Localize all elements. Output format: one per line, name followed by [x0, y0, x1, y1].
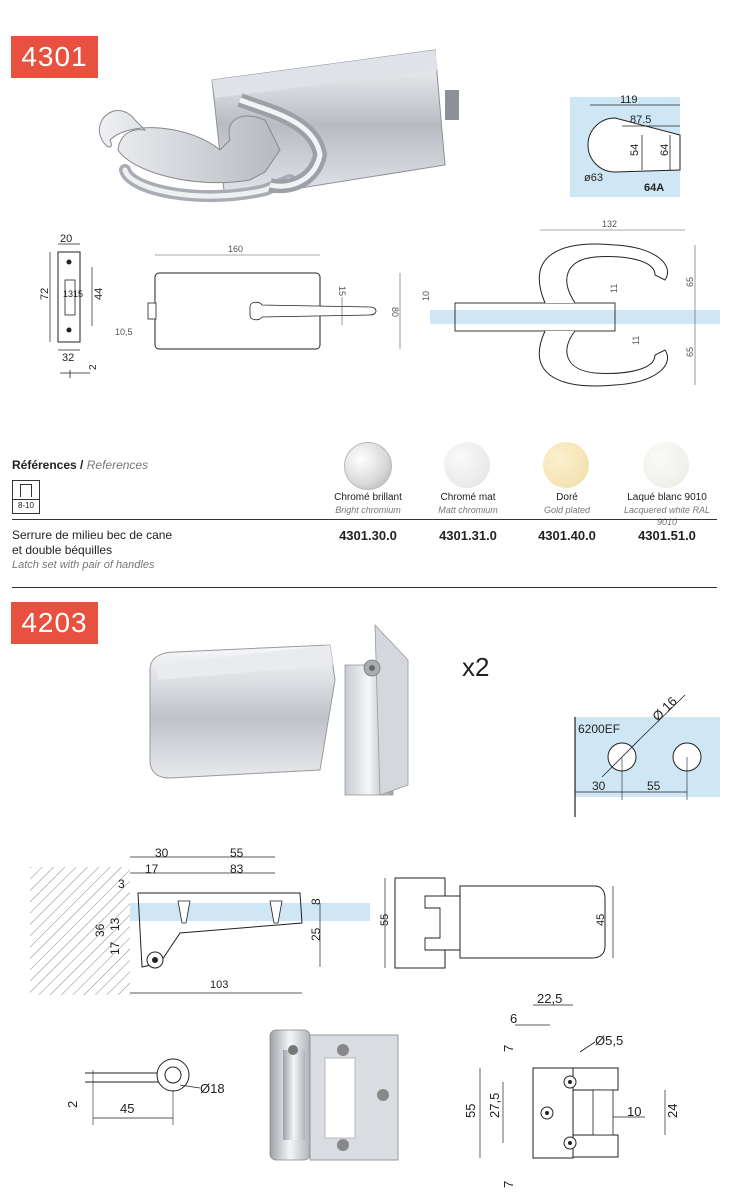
- latch-body-drawing: 160 15 80 10,5: [115, 244, 401, 350]
- cutout-code: 64A: [644, 182, 664, 194]
- finish-label-fr: Chromé mat: [440, 492, 496, 503]
- dim-7-top: 7: [501, 1045, 516, 1052]
- glass-cutout-64a-diagram: 119 87.5 54 64 ø63 64A: [570, 94, 681, 197]
- dim-2: 2: [88, 364, 99, 370]
- hinge-leaf-photo: [269, 1029, 399, 1161]
- dim-119: 119: [620, 94, 638, 106]
- dim-10-5: 10,5: [115, 327, 133, 337]
- dim-44: 44: [93, 288, 105, 300]
- dim-15: 15: [337, 286, 347, 296]
- glass-thickness-icon: 8-10: [12, 480, 40, 514]
- dim-55: 55: [230, 846, 244, 860]
- finish-matt-chromium: Chromé mat Matt chromium: [418, 492, 518, 516]
- hinge-top-section-drawing: 30 55 17 83 3 8 36 13 17 25 103: [30, 846, 370, 995]
- table-divider: [12, 519, 717, 520]
- dim-80: 80: [390, 307, 400, 317]
- dim-55: 55: [463, 1104, 478, 1118]
- glass-sheet: [430, 310, 720, 324]
- finish-label-en: Bright chromium: [335, 505, 401, 515]
- dim-45: 45: [595, 914, 607, 926]
- finish-gold-plated: Doré Gold plated: [517, 492, 617, 516]
- product-description: Serrure de milieu bec de cane et double …: [12, 528, 172, 573]
- finish-label-fr: Doré: [556, 492, 578, 503]
- dim-64: 64: [659, 144, 671, 156]
- glass-thickness-label: 8-10: [13, 499, 39, 512]
- dim-132: 132: [602, 219, 617, 229]
- dim-36: 36: [93, 923, 107, 937]
- dim-32: 32: [62, 352, 74, 364]
- glass-cutout-6200ef-diagram: 6200EF Ø 16 30 55: [574, 693, 720, 817]
- dim-11-bottom: 11: [631, 336, 641, 345]
- product-badge-4301: 4301: [11, 36, 98, 78]
- references-title-fr: Références: [12, 458, 77, 472]
- swatch-bright-chromium: [344, 442, 392, 490]
- dim-diameter-18: Ø18: [200, 1081, 225, 1096]
- dim-55: 55: [379, 914, 391, 926]
- hinge-product-photo: [149, 623, 409, 796]
- finish-label-fr: Laqué blanc 9010: [627, 492, 707, 503]
- dim-83: 83: [230, 862, 244, 876]
- product-name-fr-line1: Serrure de milieu bec de cane: [12, 528, 173, 542]
- dim-15: 15: [73, 289, 83, 299]
- dim-3: 3: [118, 877, 125, 891]
- dim-87-5: 87.5: [630, 114, 651, 126]
- dim-27-5: 27,5: [487, 1093, 502, 1118]
- dim-13: 13: [108, 917, 122, 931]
- dim-55: 55: [647, 779, 661, 793]
- finish-lacquered-white: Laqué blanc 9010 Lacquered white RAL 901…: [617, 492, 717, 528]
- dim-54: 54: [629, 144, 641, 156]
- product-badge-4203: 4203: [11, 602, 98, 644]
- finish-label-en: Matt chromium: [438, 505, 498, 515]
- latch-side-view-drawing: 132 10 11 11 65 65: [421, 219, 720, 387]
- dim-25: 25: [309, 927, 323, 941]
- section-divider: [12, 587, 717, 588]
- dim-22-5: 22,5: [537, 991, 562, 1006]
- glass-sheet: [130, 903, 370, 921]
- finish-bright-chromium: Chromé brillant Bright chromium: [318, 492, 418, 516]
- ref-code-lacquered-white: 4301.51.0: [638, 528, 696, 543]
- dim-2: 2: [65, 1101, 80, 1108]
- ref-code-gold-plated: 4301.40.0: [538, 528, 596, 543]
- dim-160: 160: [228, 244, 243, 254]
- dim-65-bottom: 65: [685, 347, 695, 357]
- references-title-en: References: [86, 458, 149, 472]
- dim-72: 72: [39, 288, 51, 300]
- latch-product-photo: [98, 49, 459, 203]
- dim-20: 20: [60, 233, 72, 245]
- finish-label-en: Gold plated: [543, 505, 591, 515]
- dim-65-top: 65: [685, 277, 695, 287]
- product-name-fr-line2: et double béquilles: [12, 543, 113, 557]
- hinge-front-view-drawing: 55 45: [379, 877, 614, 969]
- dim-24: 24: [665, 1104, 680, 1118]
- dim-11-top: 11: [609, 284, 619, 293]
- hinge-pin-detail-drawing: 2 45 Ø18: [65, 1058, 225, 1125]
- ref-code-matt-chromium: 4301.31.0: [439, 528, 497, 543]
- swatch-gold-plated: [543, 442, 589, 488]
- dim-17: 17: [145, 862, 159, 876]
- dim-6: 6: [510, 1011, 517, 1026]
- dim-30: 30: [155, 846, 169, 860]
- quantity-label: x2: [462, 652, 490, 682]
- references-heading: Références / References: [12, 458, 149, 472]
- dim-103: 103: [210, 979, 228, 991]
- dim-7-bottom: 7: [501, 1181, 516, 1188]
- hinge-plate-drawing: 22,5 6 Ø5,5 7 55 27,5 10 24 7: [463, 991, 680, 1188]
- dim-8: 8: [309, 898, 323, 905]
- dim-10: 10: [627, 1104, 641, 1119]
- dim-45: 45: [120, 1101, 134, 1116]
- dim-30: 30: [592, 779, 606, 793]
- finish-label-fr: Chromé brillant: [334, 492, 402, 503]
- dim-diameter-5-5: Ø5,5: [595, 1033, 623, 1048]
- dim-10: 10: [421, 291, 431, 301]
- swatch-lacquered-white: [643, 442, 689, 488]
- finish-label-en: Lacquered white RAL 9010: [623, 505, 711, 527]
- strike-plate-drawing: 20 72 13 15 44 32 2: [39, 233, 105, 378]
- dim-13: 13: [63, 289, 73, 299]
- swatch-matt-chromium: [444, 442, 490, 488]
- ref-code-bright-chromium: 4301.30.0: [339, 528, 397, 543]
- dim-17-lower: 17: [108, 941, 122, 955]
- dim-diameter-63: ø63: [584, 172, 603, 184]
- cutout-code: 6200EF: [578, 722, 620, 736]
- product-name-en: Latch set with pair of handles: [12, 559, 155, 571]
